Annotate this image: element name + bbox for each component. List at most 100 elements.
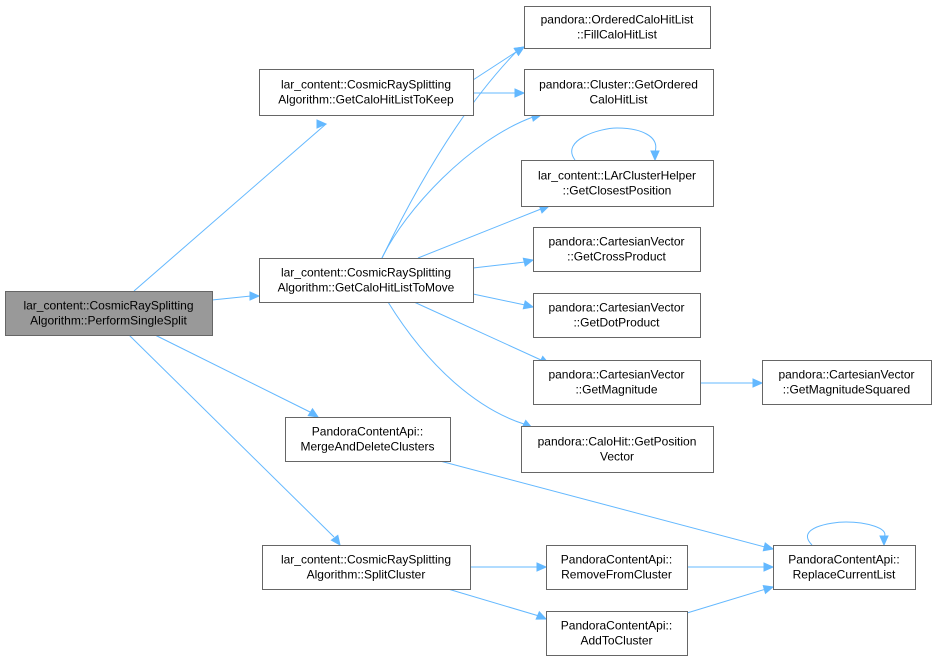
- edge-arrowhead: [249, 291, 261, 301]
- edge-add-to-replace: [686, 585, 775, 614]
- node-merge[interactable]: PandoraContentApi::MergeAndDeleteCluster…: [285, 417, 451, 462]
- node-label-line: PandoraContentApi::: [788, 553, 899, 567]
- node-box: [5, 291, 213, 336]
- edge-arrowhead: [513, 46, 526, 57]
- edge-perform-to-split: [128, 334, 341, 546]
- node-magsq[interactable]: pandora::CartesianVector::GetMagnitudeSq…: [762, 360, 932, 405]
- edge-merge-to-replace: [439, 460, 775, 552]
- node-box: [773, 545, 916, 590]
- node-label-line: PandoraContentApi::: [561, 553, 672, 567]
- node-label-line: pandora::CaloHit::GetPosition: [538, 435, 697, 449]
- node-label-line: ::FillCaloHitList: [577, 28, 658, 42]
- node-label-line: pandora::CartesianVector: [778, 368, 914, 382]
- node-cross[interactable]: pandora::CartesianVector::GetCrossProduc…: [533, 227, 701, 272]
- edge-line: [472, 293, 526, 306]
- node-label-line: lar_content::CosmicRaySplitting: [281, 78, 451, 92]
- edge-line: [472, 261, 526, 269]
- node-box: [262, 545, 471, 590]
- node-label-line: MergeAndDeleteClusters: [300, 440, 434, 454]
- nodes-layer: lar_content::CosmicRaySplittingAlgorithm…: [5, 6, 932, 656]
- edge-arrowhead: [762, 585, 775, 595]
- node-mag[interactable]: pandora::CartesianVector::GetMagnitude: [533, 360, 701, 405]
- node-label-line: pandora::CartesianVector: [548, 235, 684, 249]
- node-box: [762, 360, 932, 405]
- node-label-line: Vector: [600, 450, 634, 464]
- edge-closest-to-closest: [571, 127, 660, 162]
- node-move[interactable]: lar_content::CosmicRaySplittingAlgorithm…: [259, 258, 474, 303]
- edge-replace-to-replace: [807, 521, 889, 547]
- edge-arrowhead: [522, 257, 535, 267]
- node-label-line: ::GetDotProduct: [573, 316, 660, 330]
- edge-remove-to-replace: [687, 562, 775, 572]
- edge-line: [381, 116, 534, 259]
- edge-line: [571, 127, 657, 161]
- node-perform[interactable]: lar_content::CosmicRaySplittingAlgorithm…: [5, 291, 213, 336]
- node-box: [546, 611, 688, 656]
- node-label-line: CaloHitList: [589, 93, 648, 107]
- node-label-line: ::GetMagnitudeSquared: [783, 383, 910, 397]
- edge-perform-to-keep: [133, 119, 328, 292]
- node-closest[interactable]: lar_content::LArClusterHelper::GetCloses…: [521, 160, 714, 207]
- node-label-line: Algorithm::GetCaloHitListToMove: [278, 281, 455, 295]
- node-box: [524, 6, 711, 49]
- edge-arrowhead: [330, 534, 341, 546]
- node-fill[interactable]: pandora::OrderedCaloHitList::FillCaloHit…: [524, 6, 711, 49]
- node-box: [546, 545, 688, 590]
- edge-arrowhead: [763, 562, 775, 572]
- edges-layer: [128, 46, 889, 620]
- node-label-line: AddToCluster: [580, 634, 652, 648]
- node-label-line: lar_content::CosmicRaySplitting: [23, 299, 193, 313]
- edge-arrowhead: [650, 150, 660, 162]
- edge-arrowhead: [535, 610, 548, 620]
- node-dot[interactable]: pandora::CartesianVector::GetDotProduct: [533, 293, 701, 338]
- node-label-line: PandoraContentApi::: [561, 619, 672, 633]
- edge-line: [133, 123, 327, 292]
- node-box: [259, 258, 474, 303]
- node-label-line: PandoraContentApi::: [312, 425, 423, 439]
- node-label-line: pandora::CartesianVector: [548, 301, 684, 315]
- edge-move-to-dot: [472, 293, 535, 310]
- edge-line: [211, 295, 252, 301]
- node-add[interactable]: PandoraContentApi::AddToCluster: [546, 611, 688, 656]
- node-label-line: ::GetCrossProduct: [567, 250, 666, 264]
- edge-line: [417, 208, 542, 259]
- node-box: [521, 426, 714, 473]
- edge-line: [686, 588, 767, 614]
- node-label-line: pandora::CartesianVector: [548, 368, 684, 382]
- edge-line: [472, 51, 517, 81]
- node-box: [533, 360, 701, 405]
- edge-line: [387, 301, 525, 425]
- edge-line: [413, 301, 542, 361]
- node-replace[interactable]: PandoraContentApi::ReplaceCurrentList: [773, 545, 916, 590]
- edge-line: [154, 334, 311, 413]
- edge-line: [447, 588, 540, 617]
- node-split[interactable]: lar_content::CosmicRaySplittingAlgorithm…: [262, 545, 471, 590]
- edge-split-to-remove: [470, 562, 548, 572]
- edge-line: [381, 51, 517, 259]
- edge-move-to-fill: [381, 46, 526, 259]
- node-box: [259, 69, 474, 116]
- edge-arrowhead: [307, 407, 320, 418]
- node-remove[interactable]: PandoraContentApi::RemoveFromCluster: [546, 545, 688, 590]
- edge-line: [807, 521, 886, 546]
- edge-arrowhead: [879, 535, 889, 547]
- edge-mag-to-magsq: [700, 378, 764, 388]
- edge-move-to-cross: [472, 257, 535, 269]
- edge-move-to-pos: [387, 301, 534, 429]
- edge-line: [439, 460, 766, 548]
- edge-arrowhead: [316, 119, 328, 129]
- edge-arrowhead: [536, 562, 548, 572]
- edge-perform-to-merge: [154, 334, 320, 418]
- node-label-line: pandora::Cluster::GetOrdered: [539, 78, 698, 92]
- node-box: [533, 227, 701, 272]
- node-box: [533, 293, 701, 338]
- node-label-line: ReplaceCurrentList: [793, 568, 896, 582]
- edge-move-to-closest: [417, 204, 551, 259]
- edge-move-to-mag: [413, 301, 551, 365]
- node-label-line: RemoveFromCluster: [561, 568, 672, 582]
- edge-arrowhead: [752, 378, 764, 388]
- node-keep[interactable]: lar_content::CosmicRaySplittingAlgorithm…: [259, 69, 474, 116]
